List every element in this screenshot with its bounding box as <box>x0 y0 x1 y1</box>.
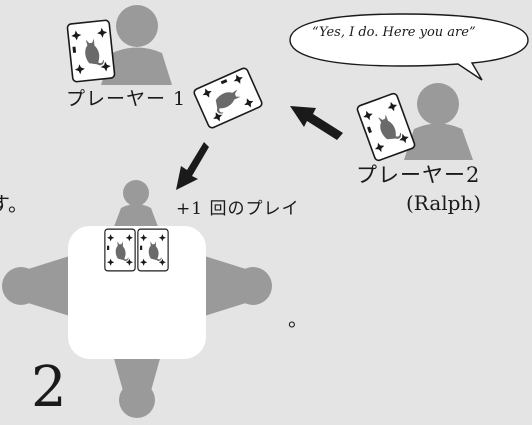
play-card-arrow-icon <box>176 142 209 190</box>
right-player-person-icon <box>198 254 272 318</box>
player2-label: プレーヤー2 <box>356 163 481 187</box>
left-player-person-icon <box>2 254 76 318</box>
plays-once-label: +1 回のプレイ <box>176 199 300 219</box>
table <box>68 226 206 359</box>
table-card-left-icon <box>104 228 136 272</box>
player2-name: (Ralph) <box>406 191 482 215</box>
speech-bubble-icon <box>289 13 529 81</box>
player1-person-icon <box>101 5 172 85</box>
cut-text-1: ， <box>0 168 12 197</box>
player2-person-icon <box>404 83 473 160</box>
table-player-person-icon <box>112 180 160 232</box>
player1-label: プレーヤー 1 <box>66 88 187 110</box>
cut-text-2: す。 <box>0 192 28 216</box>
figure-number: 2 <box>31 355 67 420</box>
player1-card-icon <box>66 19 116 83</box>
player2-card-icon <box>355 91 417 163</box>
speech-text: “Yes, I do. Here you are” <box>312 25 476 40</box>
bottom-player-person-icon <box>113 355 161 418</box>
cut-text-3: 。 <box>288 307 308 331</box>
pass-card-arrow-icon <box>290 106 343 140</box>
played-card-icon <box>192 66 264 130</box>
table-card-right-icon <box>137 228 169 272</box>
